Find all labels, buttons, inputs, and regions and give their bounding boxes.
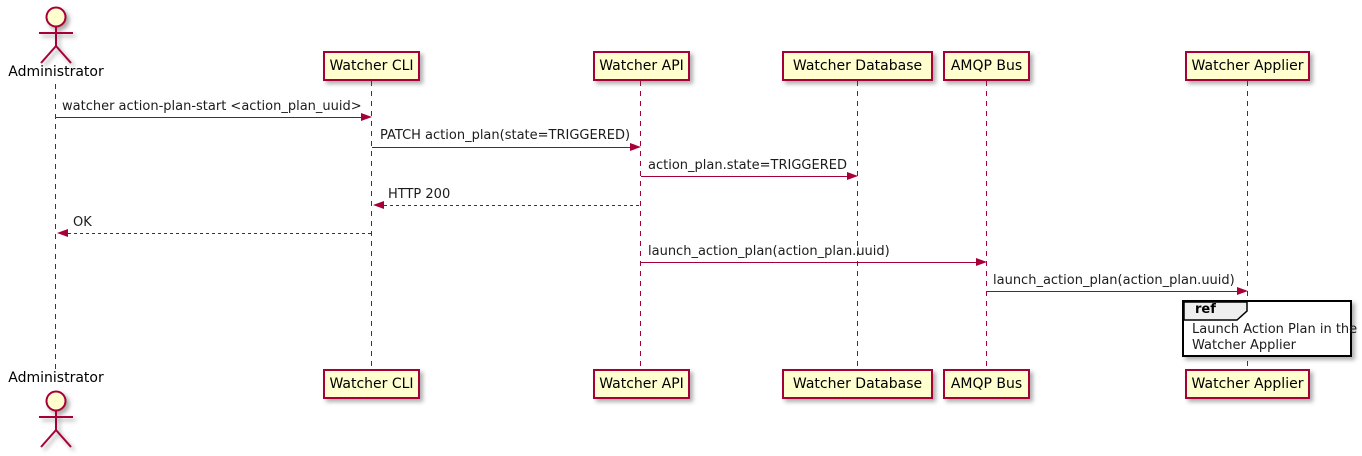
message-line [641,262,977,263]
arrowhead-icon [1237,287,1248,295]
arrowhead-icon [630,143,641,151]
actor-icon [39,6,73,64]
message-label: launch_action_plan(action_plan.uuid) [648,244,890,259]
lifeline-administrator [55,84,56,369]
ref-text-line1: Launch Action Plan in the [1192,322,1358,337]
participant-watcher-cli-top: Watcher CLI [323,51,420,81]
participant-watcher-api-bottom: Watcher API [593,369,690,399]
message-label: action_plan.state=TRIGGERED [648,158,847,173]
participant-watcher-cli-bottom: Watcher CLI [323,369,420,399]
lifeline-amqp-bus [986,81,987,369]
participant-watcher-applier-bottom: Watcher Applier [1185,369,1310,399]
participant-watcher-database-bottom: Watcher Database [782,369,933,399]
ref-fragment: ref Launch Action Plan in the Watcher Ap… [1182,300,1357,357]
arrowhead-icon [373,201,384,209]
participant-amqp-bus-top: AMQP Bus [943,51,1030,81]
arrowhead-icon [847,172,858,180]
message-label: watcher action-plan-start <action_plan_u… [62,99,362,114]
participant-amqp-bus-bottom: AMQP Bus [943,369,1030,399]
actor-icon [39,390,73,448]
ref-header-icon [1183,301,1248,321]
participant-watcher-database-top: Watcher Database [782,51,933,81]
actor-label-bottom: Administrator [8,370,104,386]
message-label: PATCH action_plan(state=TRIGGERED) [380,128,631,143]
arrowhead-icon [57,229,68,237]
message-label: OK [73,215,92,230]
message-line [68,233,372,234]
participant-watcher-api-top: Watcher API [593,51,690,81]
message-label: launch_action_plan(action_plan.uuid) [993,273,1235,288]
lifeline-watcher-api [640,81,641,369]
ref-keyword: ref [1195,302,1216,317]
message-label: HTTP 200 [388,187,451,202]
message-line [384,205,641,206]
message-line [641,176,848,177]
participant-watcher-applier-top: Watcher Applier [1185,51,1310,81]
lifeline-watcher-applier [1247,81,1248,369]
message-line [372,147,631,148]
actor-label-top: Administrator [8,64,104,80]
ref-text-line2: Watcher Applier [1192,338,1296,353]
arrowhead-icon [976,258,987,266]
lifeline-watcher-cli [371,81,372,369]
lifeline-watcher-database [857,81,858,369]
message-line [56,117,362,118]
arrowhead-icon [361,113,372,121]
message-line [987,291,1238,292]
